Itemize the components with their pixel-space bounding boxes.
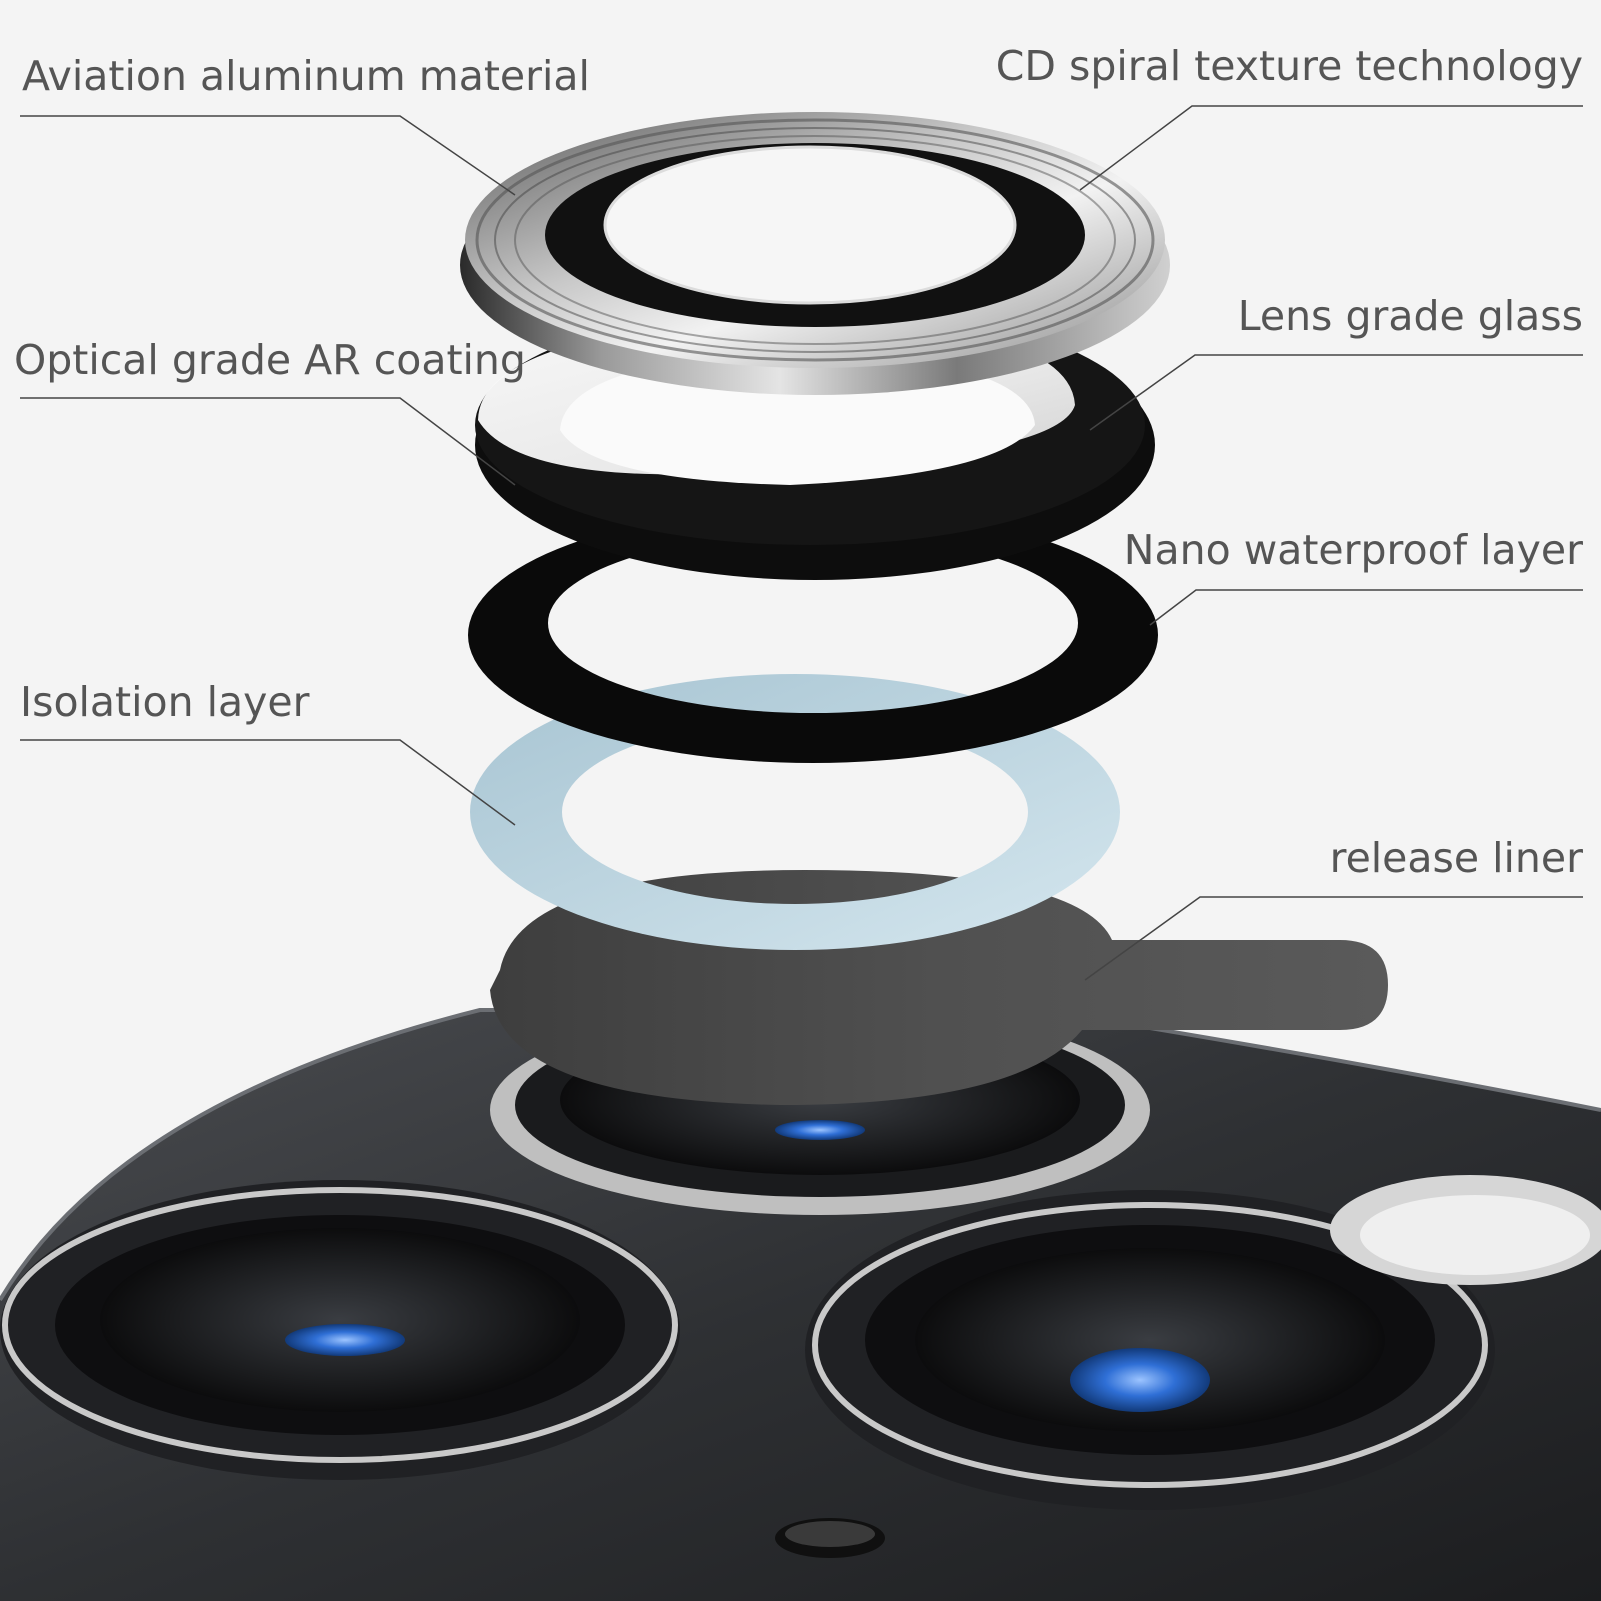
nano-waterproof-layer — [468, 507, 1158, 763]
camera-left — [0, 1180, 680, 1480]
aluminum-ring-layer — [460, 112, 1170, 395]
label-lens-grade-glass: Lens grade glass — [1237, 292, 1583, 340]
label-optical-ar-coating: Optical grade AR coating — [14, 336, 526, 384]
leader-lines — [20, 105, 1583, 981]
camera-right — [805, 1190, 1495, 1510]
microphone — [775, 1518, 885, 1558]
label-cd-spiral-texture: CD spiral texture technology — [995, 42, 1583, 90]
label-isolation-layer: Isolation layer — [20, 678, 310, 726]
label-aviation-aluminum: Aviation aluminum material — [22, 52, 590, 100]
label-nano-waterproof: Nano waterproof layer — [1123, 526, 1583, 574]
label-release-liner: release liner — [1329, 834, 1583, 882]
flash — [1330, 1175, 1601, 1285]
